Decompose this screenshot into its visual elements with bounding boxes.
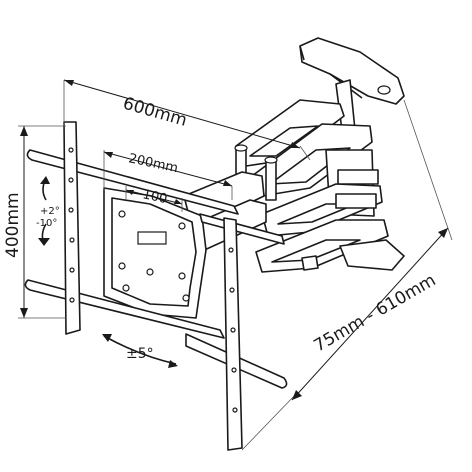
label-arm-reach: 600mm [121, 94, 190, 131]
right-vertical-rail [223, 217, 243, 451]
cable-clip [301, 255, 319, 271]
label-swivel: ±5° [126, 346, 154, 362]
dimension-400mm: 400mm [3, 125, 66, 319]
label-tilt-up: +2° [40, 206, 60, 217]
dimension-100: 100 [125, 186, 183, 212]
label-vesa-inner: 100 [141, 187, 168, 207]
pivot-posts [234, 144, 278, 201]
label-vesa-outer: 200mm [127, 151, 179, 176]
swivel-indicator: ±5° [102, 334, 178, 368]
lower-arm [255, 183, 405, 273]
label-tilt-down: -10° [36, 218, 57, 229]
tv-bracket [103, 171, 267, 319]
label-vesa-height: 400mm [3, 192, 23, 258]
tilt-indicator: +2° -10° [36, 176, 60, 246]
left-vertical-rail [63, 121, 81, 335]
label-wall-distance: 75mm - 610mm [311, 270, 440, 356]
